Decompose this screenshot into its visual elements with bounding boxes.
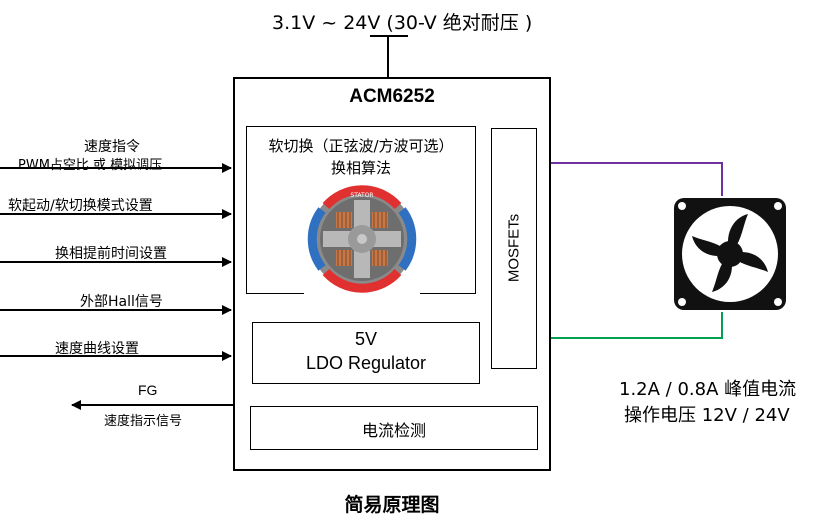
output-speed-indicator: 速度指示信号 (104, 414, 183, 429)
ldo-block (252, 322, 480, 384)
stator-label: STATOR (350, 192, 373, 199)
commutation-line1: 软切换（正弦波/方波可选） (268, 137, 454, 155)
fan-icon (674, 198, 786, 310)
input-soft-start: 软起动/软切换模式设置 (8, 198, 153, 214)
mosfets-label: MOSFETs (505, 213, 523, 283)
input-external-hall: 外部Hall信号 (80, 294, 163, 310)
ldo-voltage: 5V (354, 329, 378, 349)
fan-current-spec: 1.2A / 0.8A 峰值电流 (619, 379, 797, 400)
input-speed-command-sub: PWM占空比 或 模拟调压 (18, 158, 163, 173)
commutation-line2: 换相算法 (330, 159, 391, 177)
supply-voltage-label: 3.1V ~ 24V (30-V 绝对耐压 ) (272, 12, 533, 34)
input-commutation-advance: 换相提前时间设置 (55, 246, 167, 262)
chip-name: ACM6252 (349, 86, 435, 107)
current-sense-block (250, 406, 538, 450)
input-speed-command: 速度指令 (84, 139, 140, 155)
fan-voltage-spec: 操作电压 12V / 24V (624, 405, 790, 426)
input-speed-curve: 速度曲线设置 (55, 341, 139, 357)
motor-stator-illustration: STATOR (304, 184, 420, 294)
diagram-caption: 简易原理图 (344, 494, 440, 516)
mosfets-block (491, 128, 537, 369)
phase-wire-green (537, 312, 723, 339)
current-sense-label: 电流检测 (361, 421, 426, 440)
output-fg: FG (138, 382, 158, 398)
ldo-name: LDO Regulator (305, 353, 427, 373)
phase-wire-purple (537, 162, 723, 196)
